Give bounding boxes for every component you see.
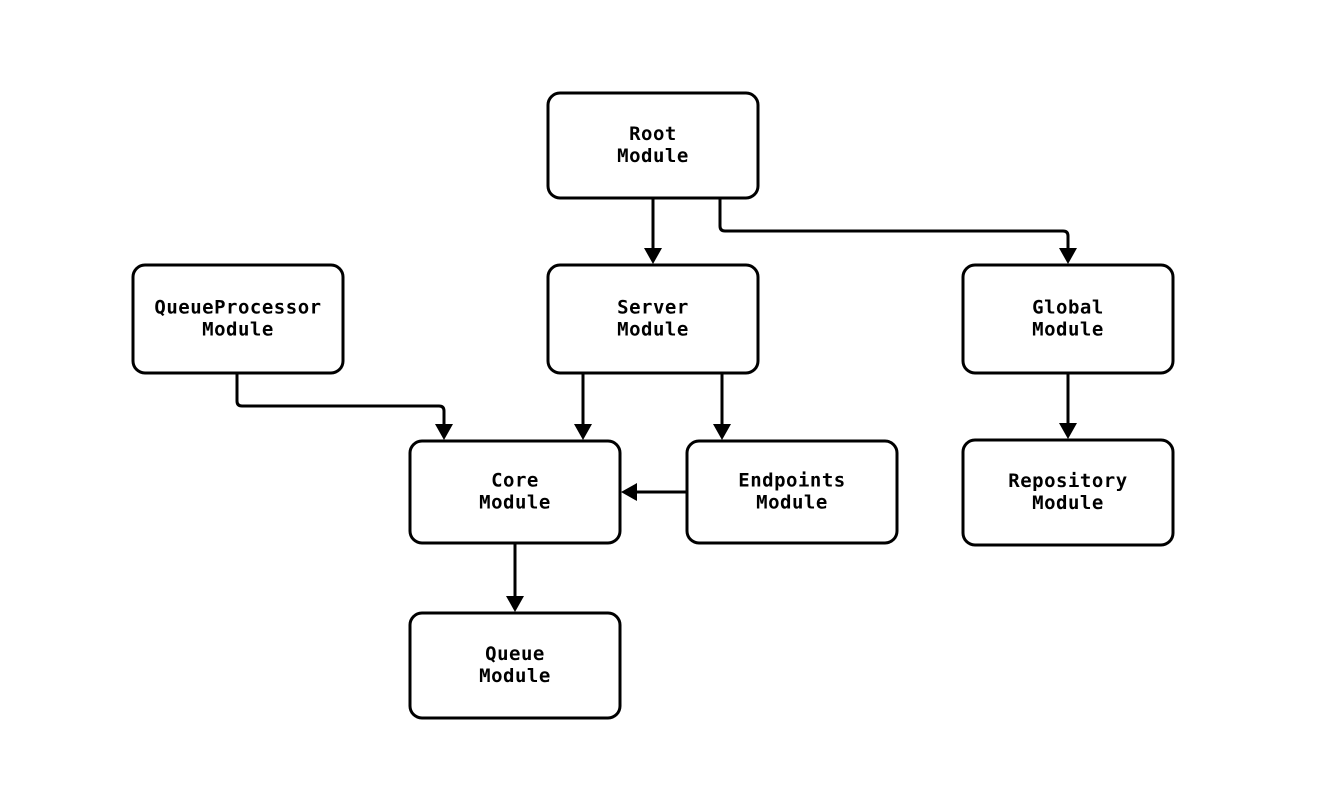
node-box[interactable] bbox=[408, 439, 622, 545]
edge-line bbox=[235, 373, 446, 424]
edge-server-to-endpoints bbox=[713, 373, 731, 440]
node-label-line2: Module bbox=[617, 319, 689, 341]
node-box[interactable] bbox=[546, 91, 760, 200]
edge-global-to-repository bbox=[1059, 373, 1077, 439]
arrow-head bbox=[1059, 423, 1077, 439]
node-box[interactable] bbox=[546, 263, 760, 375]
node-label-line2: Module bbox=[756, 492, 828, 514]
edge-root-to-global bbox=[718, 198, 1077, 264]
node-label-line1: Core bbox=[491, 470, 539, 492]
arrow-head bbox=[435, 424, 453, 440]
node-label-line2: Module bbox=[1032, 492, 1104, 514]
arrow-head bbox=[506, 596, 524, 612]
node-label-line1: Global bbox=[1032, 297, 1104, 319]
arrow-head bbox=[574, 424, 592, 440]
edge-core-to-queue bbox=[506, 543, 524, 612]
node-label-line2: Module bbox=[617, 145, 689, 167]
node-box[interactable] bbox=[408, 611, 622, 720]
arrow-head bbox=[621, 483, 637, 501]
nodes-layer: RootModuleQueueProcessorModuleServerModu… bbox=[131, 91, 1175, 720]
edges-layer bbox=[235, 198, 1077, 612]
arrow-head bbox=[1059, 248, 1077, 264]
edge-endpoints-to-core bbox=[621, 483, 687, 501]
node-box[interactable] bbox=[685, 439, 899, 545]
edge-root-to-server bbox=[644, 198, 662, 264]
node-label-line2: Module bbox=[1032, 319, 1104, 341]
arrow-head bbox=[644, 248, 662, 264]
node-label-line2: Module bbox=[479, 492, 551, 514]
node-label-line1: Endpoints bbox=[738, 470, 845, 492]
node-box[interactable] bbox=[961, 438, 1175, 547]
node-label-line1: QueueProcessor bbox=[154, 297, 321, 319]
node-label-line1: Root bbox=[629, 123, 677, 145]
edge-server-to-core bbox=[574, 373, 592, 440]
edge-queueprocessor-to-core bbox=[235, 373, 453, 440]
node-label-line2: Module bbox=[479, 665, 551, 687]
node-label-line1: Server bbox=[617, 297, 689, 319]
node-label-line1: Repository bbox=[1008, 470, 1127, 492]
node-box[interactable] bbox=[131, 263, 345, 375]
arrow-head bbox=[713, 424, 731, 440]
node-label-line1: Queue bbox=[485, 643, 545, 665]
node-box[interactable] bbox=[961, 263, 1175, 375]
node-label-line2: Module bbox=[202, 319, 274, 341]
edge-line bbox=[718, 198, 1070, 248]
